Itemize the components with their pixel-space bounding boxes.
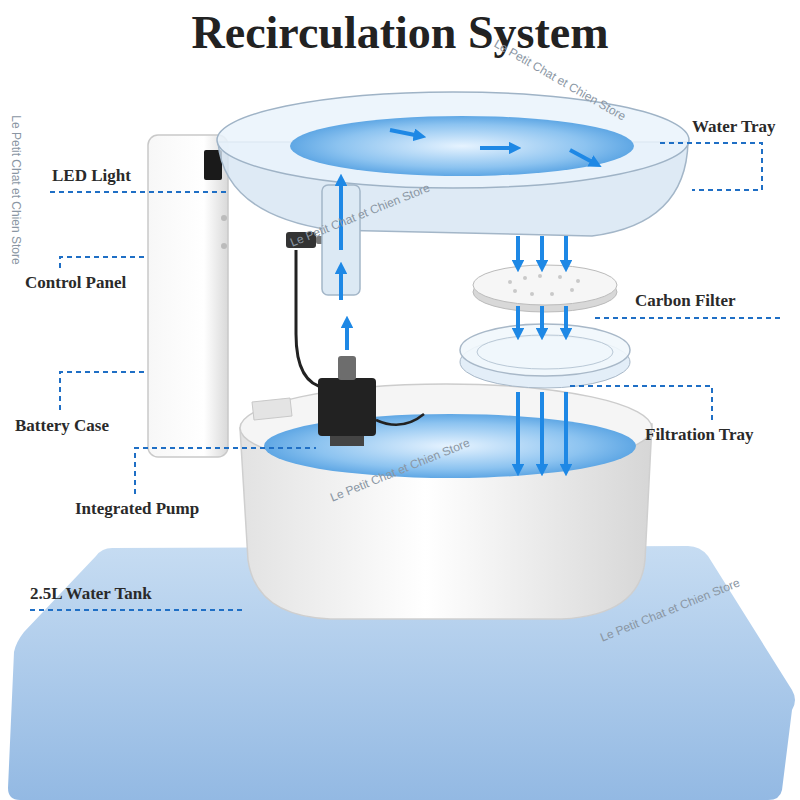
- pump-outlet: [338, 356, 356, 380]
- part-label: 2.5L Water Tank: [30, 584, 152, 604]
- pump-body: [318, 378, 376, 436]
- tank-notch: [252, 398, 292, 420]
- control-button: [221, 243, 227, 249]
- part-label: Integrated Pump: [75, 499, 199, 519]
- control-button: [221, 215, 227, 221]
- filter-holes: [508, 274, 580, 296]
- filtration-tray-inner: [477, 335, 613, 369]
- leader-lines: [30, 143, 780, 610]
- part-label: Control Panel: [25, 273, 126, 293]
- part-label: Water Tray: [692, 117, 776, 137]
- watermark: Le Petit Chat et Chien Store: [9, 115, 23, 264]
- pump-wire: [376, 414, 424, 425]
- watermark: Le Petit Chat et Chien Store: [288, 181, 432, 250]
- tray-water: [290, 116, 634, 176]
- part-label: Filtration Tray: [645, 425, 753, 445]
- diagram-title: Recirculation System: [0, 6, 800, 59]
- part-label: LED Light: [52, 166, 131, 186]
- watermark: Le Petit Chat et Chien Store: [328, 436, 472, 505]
- filtration-tray: [460, 324, 630, 376]
- battery-case: [148, 135, 228, 457]
- watermark: Le Petit Chat et Chien Store: [598, 576, 742, 645]
- pump-base: [330, 436, 364, 446]
- part-label: Carbon Filter: [635, 291, 736, 311]
- carbon-filter: [473, 265, 617, 305]
- flow-arrows: [341, 130, 596, 470]
- part-label: Battery Case: [15, 416, 109, 436]
